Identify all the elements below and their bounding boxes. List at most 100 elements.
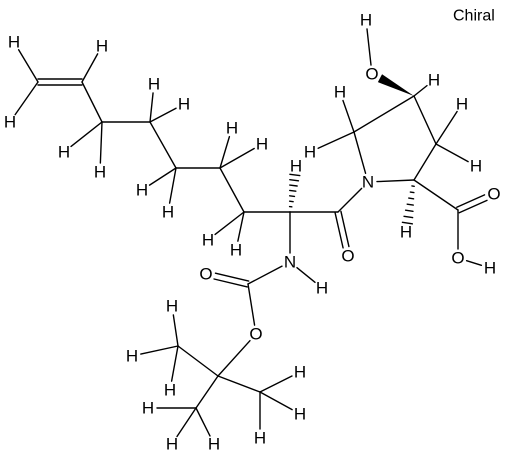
single-bond — [435, 110, 458, 145]
hashed-wedge-bond — [403, 215, 414, 219]
atom-label-hm3b: H — [254, 429, 266, 448]
double-bond — [334, 211, 344, 249]
atom-label-hoh: H — [360, 11, 372, 30]
atom-label-n1: N — [284, 253, 296, 272]
atom-label-hn: H — [316, 279, 328, 298]
single-bond — [376, 179, 415, 183]
atom-label-hv2: H — [96, 37, 108, 56]
atom-label-h4b: H — [94, 163, 106, 182]
atom-label-hm1a: H — [126, 347, 138, 366]
single-bond — [247, 283, 256, 326]
atom-label-hm2b: H — [166, 435, 178, 454]
atom-label-n2: N — [362, 173, 374, 192]
atom-label-h6b: H — [162, 203, 174, 222]
atom-label-hr3a: H — [456, 95, 468, 114]
single-bond — [176, 407, 197, 438]
single-bond — [353, 95, 415, 133]
single-bond — [149, 92, 154, 123]
hashed-wedge-bond — [289, 184, 298, 187]
single-bond — [296, 266, 316, 284]
atom-label-hr2: H — [400, 223, 412, 242]
single-bond — [217, 375, 261, 393]
atom-label-h8a: H — [202, 231, 214, 250]
single-bond — [214, 211, 245, 236]
atom-label-hv3: H — [4, 113, 16, 132]
atom-label-h7b: H — [256, 135, 268, 154]
single-bond — [259, 375, 293, 393]
single-bond — [168, 167, 177, 204]
single-bond — [195, 407, 211, 437]
single-bond — [413, 143, 437, 181]
single-bond — [148, 167, 177, 186]
atom-label-hm3c: H — [294, 405, 306, 424]
hashed-wedge-bond — [288, 195, 296, 198]
atom-label-oh: O — [365, 65, 378, 84]
double-bond — [340, 210, 350, 248]
hashed-wedge-bond — [289, 173, 301, 177]
hashed-wedge-bond — [408, 197, 415, 200]
atom-label-h5b: H — [178, 95, 190, 114]
atom-label-o5: O — [341, 247, 354, 266]
single-bond — [465, 259, 483, 267]
atom-label-hr5b: H — [304, 143, 316, 162]
atom-label-hca: H — [290, 157, 302, 176]
double-bond — [456, 194, 486, 208]
single-bond — [353, 131, 367, 175]
atom-label-hacid: H — [484, 259, 496, 278]
single-bond — [149, 107, 177, 123]
single-bond — [413, 95, 437, 145]
atom-label-hm1b: H — [164, 381, 176, 400]
hashed-wedge-bond — [409, 191, 415, 194]
atom-label-hm1c: H — [166, 297, 178, 316]
atom-label-h7a: H — [226, 119, 238, 138]
atom-label-o2: O — [487, 185, 500, 204]
atom-label-hm3a: H — [294, 363, 306, 382]
single-bond — [219, 135, 231, 169]
single-bond — [219, 167, 245, 213]
single-bond — [413, 179, 459, 211]
atom-label-o3: O — [451, 249, 464, 268]
single-bond — [14, 81, 39, 116]
single-bond — [172, 314, 179, 347]
hashed-wedge-bond — [406, 203, 414, 206]
atom-label-hv1: H — [8, 33, 20, 52]
hashed-wedge-bond — [289, 178, 300, 182]
single-bond — [177, 345, 219, 377]
single-bond — [247, 265, 283, 285]
single-bond — [337, 187, 363, 213]
single-bond — [219, 147, 255, 169]
atom-label-h4a: H — [58, 143, 70, 162]
atom-label-h8b: H — [230, 241, 242, 260]
single-bond — [237, 211, 245, 242]
single-bond — [140, 345, 179, 355]
solid-wedge-bond — [377, 74, 414, 96]
bond-layer — [14, 28, 488, 438]
double-bond — [458, 199, 488, 214]
chiral-label: Chiral — [453, 8, 495, 25]
atom-label-o4: O — [249, 325, 262, 344]
atom-label-h6a: H — [136, 181, 148, 200]
single-bond — [99, 121, 103, 164]
single-bond — [366, 28, 372, 66]
single-bond — [413, 84, 428, 97]
hashed-wedge-bond — [404, 209, 414, 213]
double-bond — [214, 272, 250, 282]
atom-label-h5r: H — [428, 71, 440, 90]
single-bond — [81, 81, 103, 123]
single-bond — [342, 99, 355, 133]
hashed-wedge-bond — [289, 189, 297, 192]
hashed-wedge-bond — [401, 221, 414, 225]
atom-label-h5a: H — [148, 75, 160, 94]
atom-label-hr5a: H — [334, 83, 346, 102]
single-bond — [17, 49, 39, 83]
single-bond — [259, 391, 293, 411]
single-bond — [217, 339, 251, 377]
single-bond — [81, 53, 99, 83]
single-bond — [317, 131, 355, 149]
atom-label-hr3b: H — [470, 157, 482, 176]
single-bond — [435, 143, 469, 163]
single-bond — [170, 345, 179, 382]
